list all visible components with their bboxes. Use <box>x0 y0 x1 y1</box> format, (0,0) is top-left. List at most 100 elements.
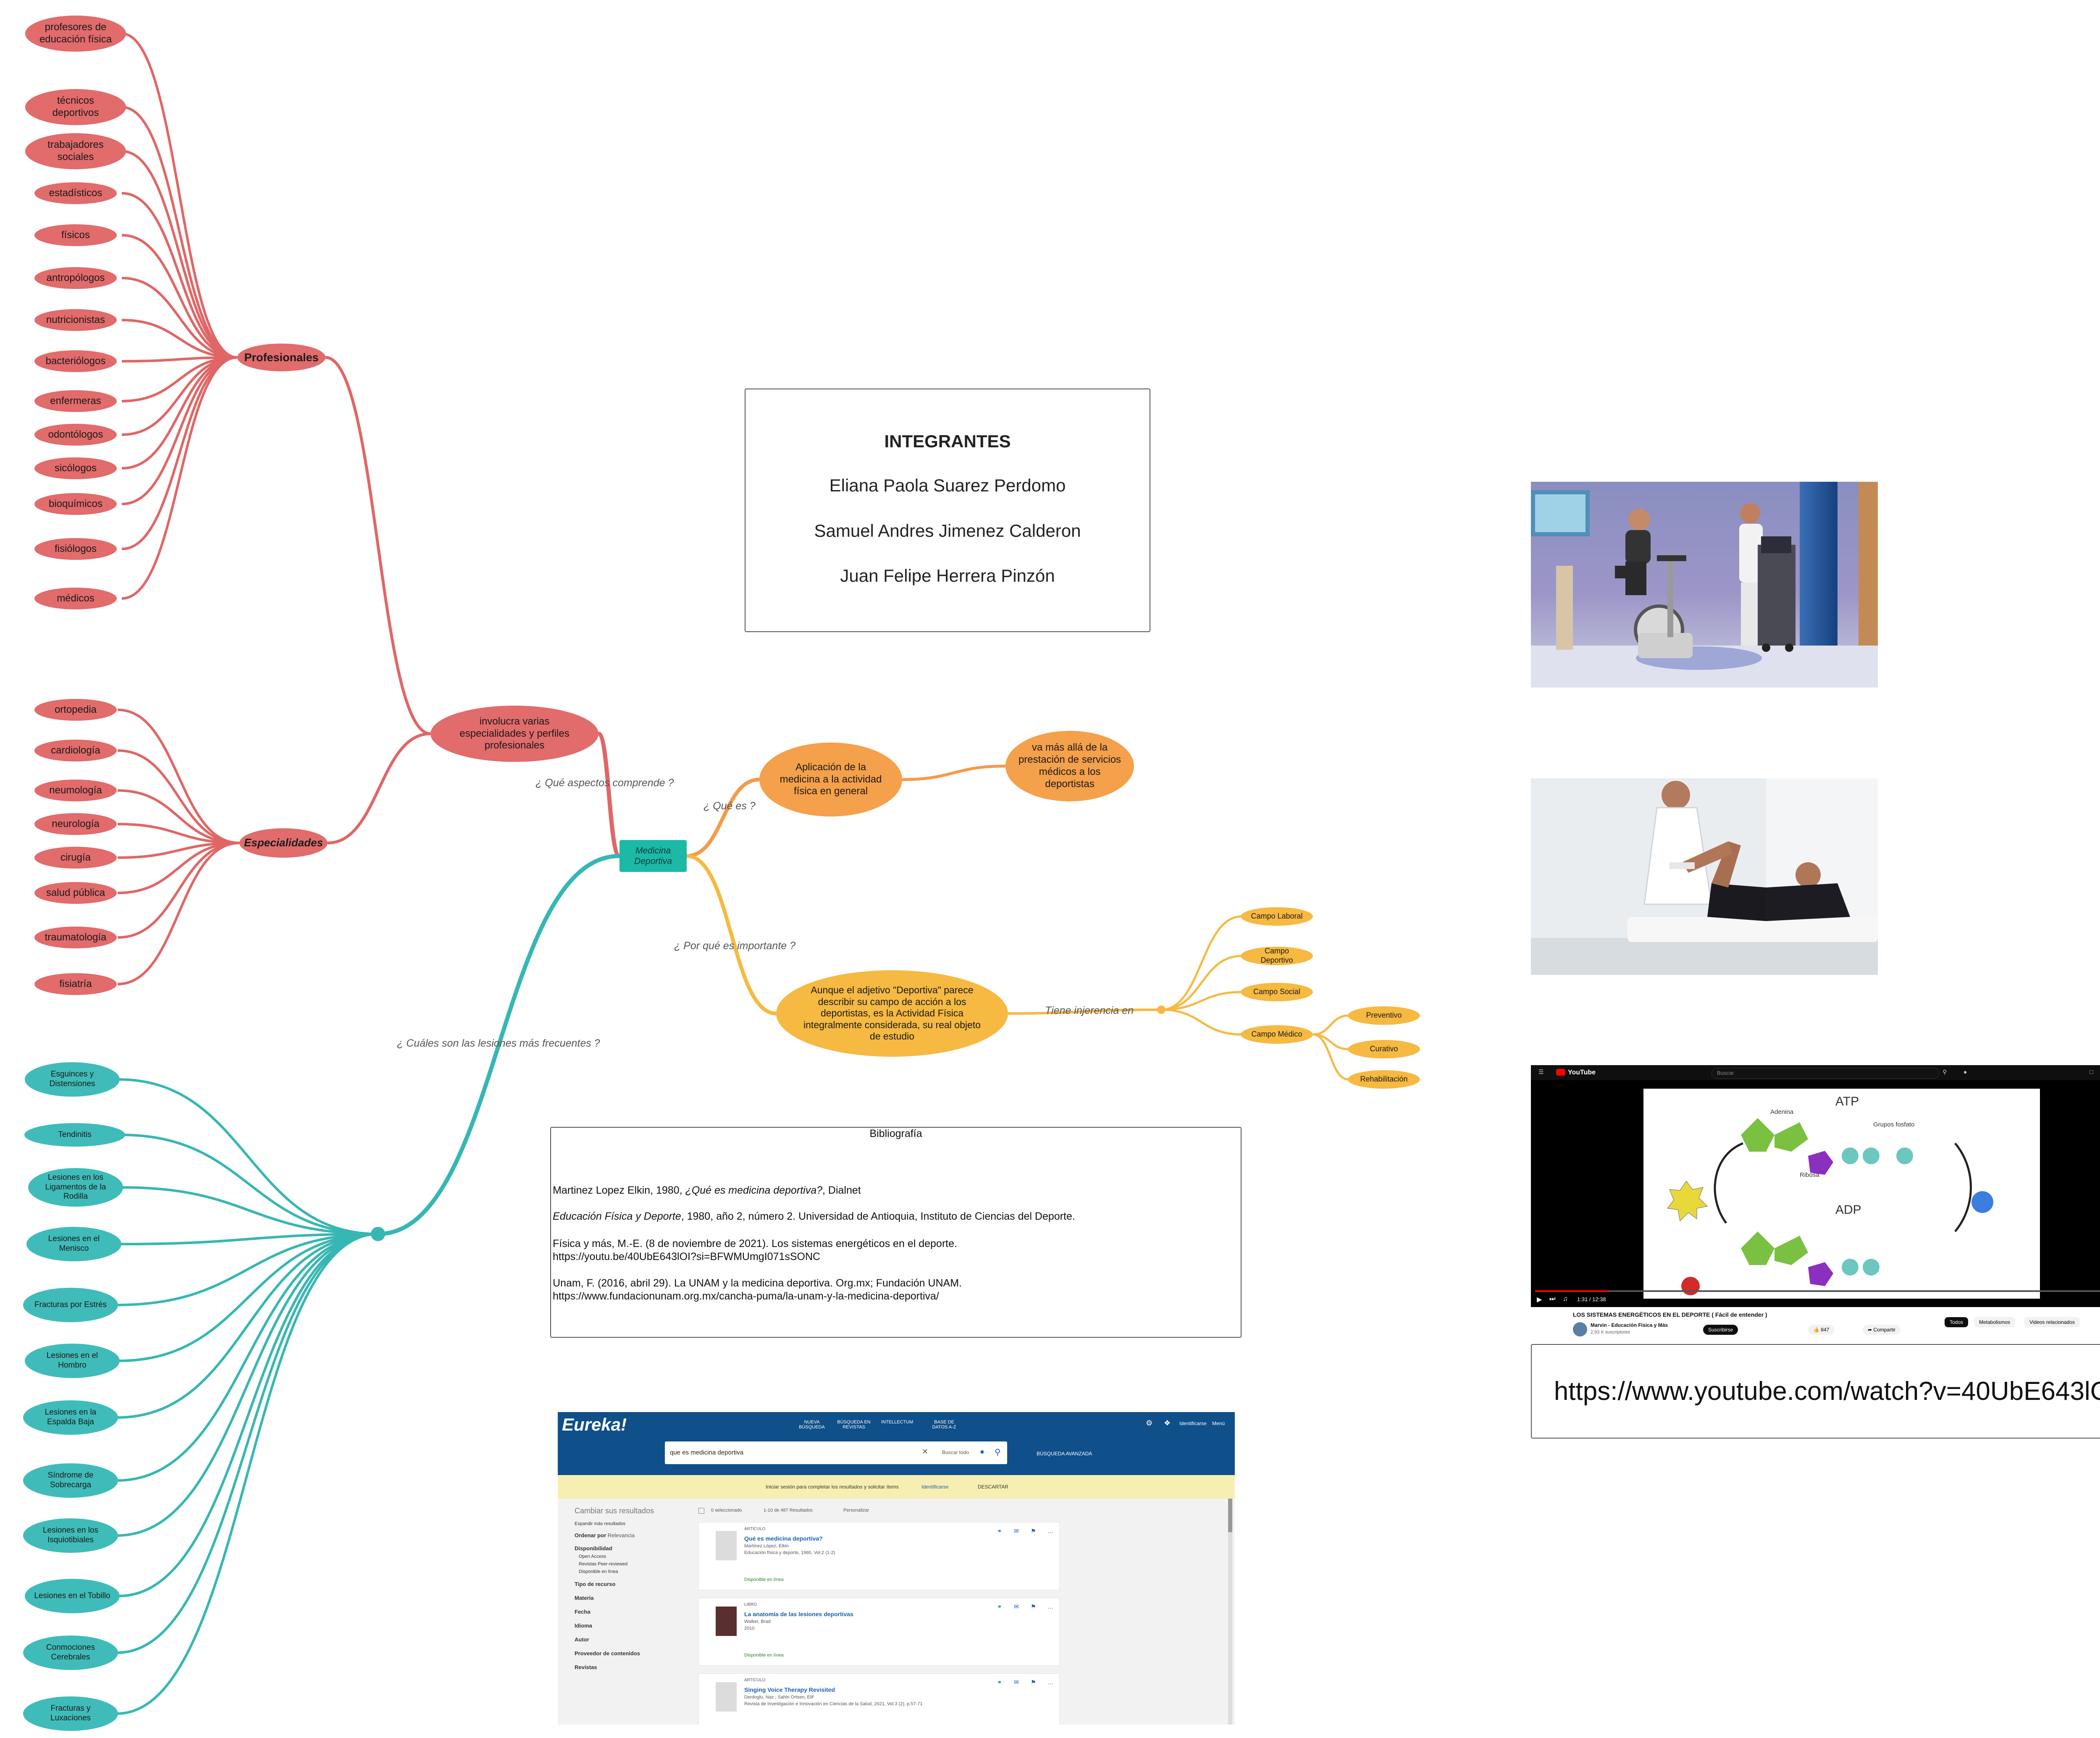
more-icon[interactable]: … <box>1047 1528 1053 1534</box>
nav-bases-datos[interactable]: BASE DE DATOS A-Z <box>932 1420 956 1430</box>
aspectos-node[interactable]: involucra varias especialidades y perfil… <box>430 706 598 762</box>
link-icon[interactable]: ⚭ <box>997 1679 1002 1685</box>
especialidad-leaf-2[interactable]: neumología <box>34 780 117 801</box>
result-title[interactable]: Qué es medicina deportiva? <box>744 1535 823 1542</box>
lesion-leaf-9[interactable]: Lesiones en el Tobillo <box>25 1579 120 1613</box>
youtube-url-box[interactable]: https://www.youtube.com/watch?v=40UbE643… <box>1531 1344 2100 1439</box>
login-link[interactable]: Identificarse <box>1179 1420 1207 1426</box>
profesional-leaf-3[interactable]: estadísticos <box>34 182 117 204</box>
lesion-leaf-4[interactable]: Fracturas por Estrés <box>23 1288 118 1322</box>
subscribe-button[interactable]: Suscribirse <box>1703 1325 1738 1335</box>
like-button[interactable]: 👍 847 <box>1808 1325 1835 1335</box>
eureka-search-input[interactable]: que es medicina deportiva ✕ Buscar todo … <box>665 1441 1007 1464</box>
search-icon[interactable]: ⚲ <box>1942 1069 1947 1075</box>
lesion-leaf-7[interactable]: Síndrome de Sobrecarga <box>23 1463 118 1498</box>
especialidad-leaf-5[interactable]: salud pública <box>34 882 117 904</box>
link-icon[interactable]: ⚭ <box>997 1603 1002 1610</box>
nav-nueva-busqueda[interactable]: NUEVA BÚSQUEDA <box>799 1420 825 1430</box>
especialidad-leaf-1[interactable]: cardiología <box>34 740 117 761</box>
avail-peer-reviewed[interactable]: Revistas Peer-reviewed <box>579 1562 628 1567</box>
facet-materia[interactable]: Materia <box>575 1595 594 1601</box>
facet-fecha[interactable]: Fecha <box>575 1609 591 1615</box>
volume-icon[interactable]: ♫ <box>1563 1295 1568 1302</box>
facet-autor[interactable]: Autor <box>575 1636 589 1643</box>
bib-ref-3b[interactable]: https://youtu.be/40UbE643lOI?si=BFWMUmgI… <box>553 1251 821 1263</box>
profesional-leaf-1[interactable]: técnicos deportivos <box>25 89 126 125</box>
email-icon[interactable]: ✉ <box>1014 1603 1019 1610</box>
campo-leaf-3[interactable]: Campo Médico <box>1241 1025 1313 1044</box>
facet-tipo-recurso[interactable]: Tipo de recurso <box>575 1581 616 1587</box>
campo-medico-leaf-0[interactable]: Preventivo <box>1348 1006 1420 1025</box>
lesion-leaf-6[interactable]: Lesiones en la Espalda Baja <box>23 1400 118 1435</box>
pin-icon[interactable]: ❖ <box>1164 1419 1171 1427</box>
profesional-leaf-10[interactable]: sicólogos <box>34 457 117 479</box>
email-icon[interactable]: ✉ <box>1014 1528 1019 1534</box>
search-icon[interactable]: ⚲ <box>995 1448 1001 1457</box>
importancia-node[interactable]: Aunque el adjetivo "Deportiva" parece de… <box>776 970 1008 1057</box>
youtube-search-input[interactable]: Buscar <box>1712 1068 1939 1079</box>
avail-online[interactable]: Disponible en línea <box>579 1569 618 1574</box>
chip-metabolismos[interactable]: Metabolismos <box>1974 1317 2016 1327</box>
que-es-node[interactable]: Aplicación de la medicina a la actividad… <box>759 743 902 816</box>
chip-todos[interactable]: Todos <box>1945 1317 1969 1327</box>
youtube-logo-icon[interactable] <box>1556 1069 1565 1076</box>
channel-avatar[interactable] <box>1573 1322 1587 1336</box>
lesion-leaf-10[interactable]: Conmociones Cerebrales <box>23 1636 118 1670</box>
result-title[interactable]: Singing Voice Therapy Revisited <box>744 1686 835 1693</box>
especialidad-leaf-4[interactable]: cirugía <box>34 847 117 869</box>
campo-leaf-1[interactable]: Campo Deportivo <box>1241 947 1313 965</box>
scrollbar[interactable] <box>1228 1499 1232 1725</box>
profesionales-node[interactable]: Profesionales <box>237 344 326 371</box>
campo-medico-leaf-2[interactable]: Rehabilitación <box>1348 1070 1420 1089</box>
chip-relacionados[interactable]: Videos relacionados <box>2024 1317 2080 1327</box>
more-icon[interactable]: … <box>1047 1679 1053 1685</box>
hamburger-icon[interactable]: ☰ <box>1538 1069 1544 1075</box>
play-icon[interactable]: ▶ <box>1537 1296 1542 1303</box>
profesional-leaf-12[interactable]: fisiólogos <box>34 538 117 560</box>
facet-idioma[interactable]: Idioma <box>575 1622 592 1629</box>
especialidad-leaf-6[interactable]: traumatología <box>34 927 117 948</box>
profesional-leaf-13[interactable]: médicos <box>34 588 117 609</box>
lesion-leaf-1[interactable]: Tendinitis <box>24 1123 125 1147</box>
especialidad-leaf-7[interactable]: fisiatría <box>34 973 117 995</box>
result-title[interactable]: La anatomía de las lesiones deportivas <box>744 1611 853 1617</box>
microphone-icon[interactable]: ● <box>1964 1069 1967 1075</box>
clear-icon[interactable]: ✕ <box>922 1447 929 1456</box>
profesional-leaf-6[interactable]: nutricionistas <box>34 309 117 331</box>
advanced-search-link[interactable]: BÚSQUEDA AVANZADA <box>1037 1451 1092 1457</box>
banner-dismiss-button[interactable]: DESCARTAR <box>978 1484 1008 1490</box>
central-node-medicina-deportiva[interactable]: Medicina Deportiva <box>620 840 687 872</box>
especialidad-leaf-0[interactable]: ortopedia <box>34 699 117 721</box>
mas-alla-node[interactable]: va más allá de la prestación de servicio… <box>1005 731 1134 801</box>
facet-disponibilidad[interactable]: Disponibilidad <box>575 1545 612 1552</box>
video-progress-bar[interactable] <box>1535 1290 2100 1292</box>
especialidades-node[interactable]: Especialidades <box>239 828 328 858</box>
select-all-checkbox[interactable] <box>698 1508 704 1514</box>
campo-leaf-2[interactable]: Campo Social <box>1241 983 1313 1001</box>
profesional-leaf-5[interactable]: antropólogos <box>34 267 117 289</box>
pin-icon[interactable]: ⚑ <box>1031 1679 1036 1685</box>
user-icon[interactable]: ⚙ <box>1146 1419 1153 1427</box>
profesional-leaf-11[interactable]: bioquímicos <box>34 493 117 515</box>
lesion-leaf-3[interactable]: Lesiones en el Menisco <box>26 1227 121 1261</box>
order-row[interactable]: Ordenar por Relevancia <box>575 1532 635 1538</box>
especialidad-leaf-3[interactable]: neurología <box>34 813 117 835</box>
menu-link[interactable]: Menú <box>1212 1420 1225 1426</box>
expand-toggle[interactable]: Expandir más resultados <box>575 1521 626 1526</box>
link-icon[interactable]: ⚭ <box>997 1528 1002 1534</box>
share-button[interactable]: ➦ Compartir <box>1863 1325 1901 1335</box>
lesion-leaf-0[interactable]: Esguinces y Distensiones <box>25 1062 120 1097</box>
profesional-leaf-0[interactable]: profesores de educación física <box>25 16 126 52</box>
lesion-leaf-5[interactable]: Lesiones en el Hombro <box>25 1344 120 1378</box>
eureka-logo[interactable]: Eureka! <box>562 1415 627 1434</box>
profesional-leaf-8[interactable]: enfermeras <box>34 390 117 412</box>
video-player[interactable]: ATP ADP Adenina Grupos fosfato Ribosa En… <box>1531 1080 2100 1307</box>
nav-intellectum[interactable]: INTELLECTUM <box>881 1420 914 1425</box>
channel-name[interactable]: Marvin - Educación Física y Más <box>1591 1322 1668 1328</box>
more-icon[interactable]: … <box>1047 1603 1053 1610</box>
profesional-leaf-2[interactable]: trabajadores sociales <box>25 133 126 169</box>
campo-leaf-0[interactable]: Campo Laboral <box>1241 907 1313 926</box>
